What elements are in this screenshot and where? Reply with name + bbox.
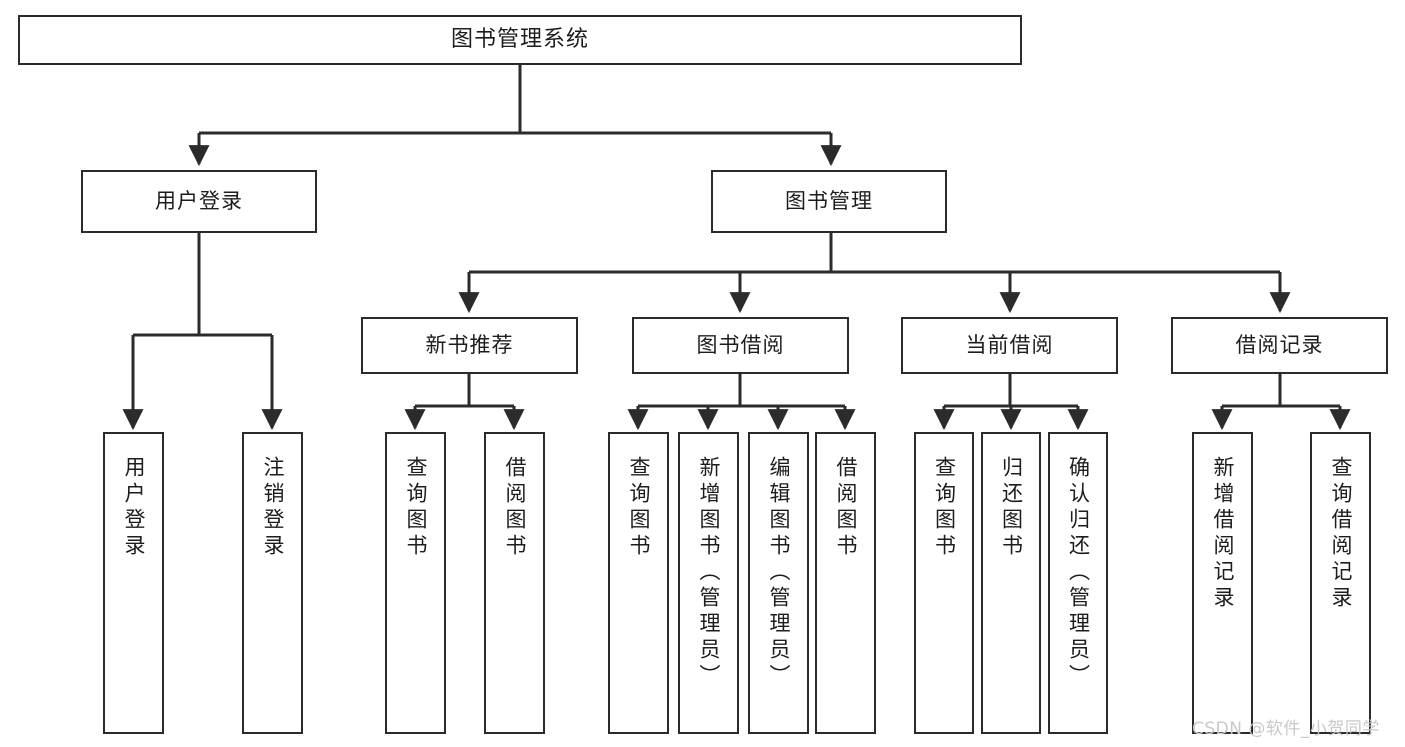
csdn-watermark: CSDN @软件_小贺同学 [1192,719,1380,739]
node-label: 查询借阅记录 [1329,456,1353,612]
node-leaf-record-query-record[interactable]: 查询借阅记录 [1310,432,1371,734]
node-label: 新增图书（管理员） [697,456,721,690]
node-leaf-newbook-borrow-book[interactable]: 借阅图书 [484,432,545,734]
node-leaf-borrow-query-book[interactable]: 查询图书 [608,432,669,734]
node-current-borrowing[interactable]: 当前借阅 [901,317,1118,374]
node-leaf-current-return-book[interactable]: 归还图书 [981,432,1041,734]
node-label: 查询图书 [932,456,957,560]
node-leaf-newbook-query-book[interactable]: 查询图书 [385,432,446,734]
node-label: 新书推荐 [425,332,514,357]
node-leaf-record-add-record[interactable]: 新增借阅记录 [1192,432,1253,734]
node-label: 编辑图书（管理员） [767,456,791,690]
node-leaf-current-confirm-return-admin[interactable]: 确认归还（管理员） [1048,432,1108,734]
node-root-book-management-system[interactable]: 图书管理系统 [18,15,1022,65]
node-user-login[interactable]: 用户登录 [81,170,317,233]
node-label: 注销登录 [261,456,285,560]
node-label: 查询图书 [627,456,651,560]
node-label: 图书管理 [785,188,873,213]
node-leaf-borrow-edit-book-admin[interactable]: 编辑图书（管理员） [748,432,809,734]
node-label: 用户登录 [155,188,243,213]
node-label: 图书管理系统 [450,26,589,52]
node-leaf-borrow-add-book-admin[interactable]: 新增图书（管理员） [678,432,739,734]
node-leaf-current-query-book[interactable]: 查询图书 [914,432,974,734]
node-label: 归还图书 [999,456,1024,560]
node-label: 用户登录 [122,456,146,560]
node-label: 图书借阅 [696,332,785,357]
node-leaf-user-login[interactable]: 用户登录 [103,432,164,734]
node-book-borrowing[interactable]: 图书借阅 [632,317,849,374]
node-label: 借阅图书 [834,456,858,560]
node-leaf-logout[interactable]: 注销登录 [242,432,303,734]
node-label: 确认归还（管理员） [1066,456,1091,690]
node-label: 借阅图书 [503,456,527,560]
node-label: 当前借阅 [965,332,1054,357]
node-label: 新增借阅记录 [1211,456,1235,612]
node-borrowing-record[interactable]: 借阅记录 [1171,317,1388,374]
node-leaf-borrow-borrow-book[interactable]: 借阅图书 [815,432,876,734]
node-book-management[interactable]: 图书管理 [711,170,947,233]
node-label: 借阅记录 [1235,332,1324,357]
node-label: 查询图书 [404,456,428,560]
node-new-book-recommendation[interactable]: 新书推荐 [361,317,578,374]
